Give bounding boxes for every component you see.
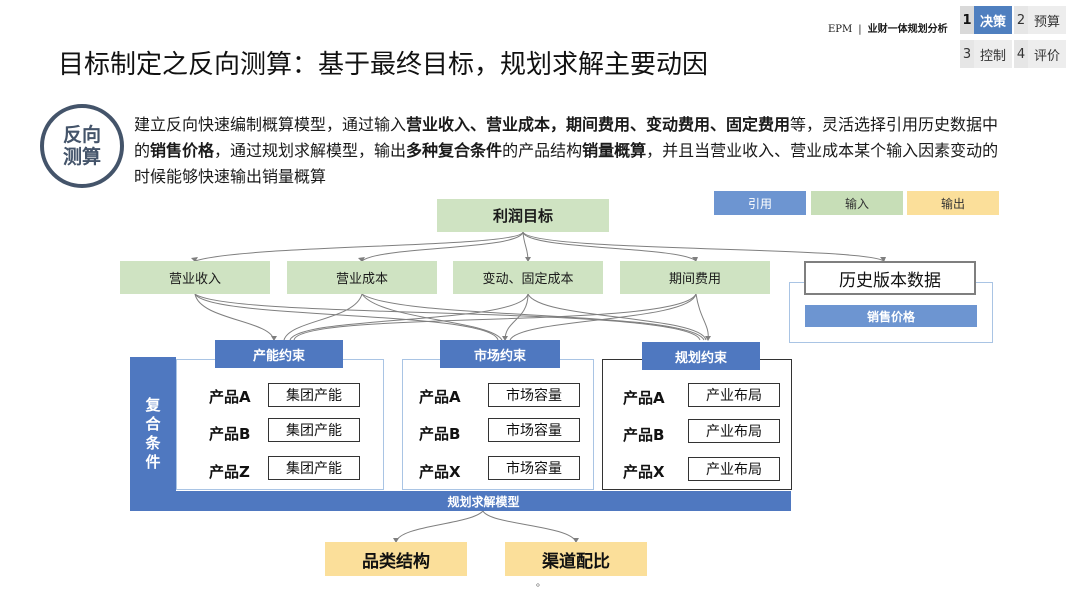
- output-category-structure: 品类结构: [325, 542, 467, 576]
- constraint-value-box: 市场容量: [488, 418, 580, 442]
- reverse-calc-badge: 反向 测算: [40, 104, 124, 188]
- stage-navigation: 1 决策 2 预算 3 控制 4 评价: [960, 6, 1066, 68]
- product-label: 产品B: [419, 425, 461, 443]
- intro-text: ，并且当营业收入、营业成本某个输入因素变动的时候能够快速输出销量概算: [134, 141, 999, 186]
- output-channel-ratio: 渠道配比: [505, 542, 647, 576]
- factor-operating-cost: 营业成本: [287, 261, 437, 294]
- product-label: 产品B: [623, 426, 665, 444]
- constraint-value-box: 集团产能: [268, 456, 360, 480]
- stage-budget[interactable]: 2 预算: [1014, 6, 1066, 34]
- stage-number: 3: [960, 40, 974, 68]
- intro-text: ，通过规划求解模型，输出: [214, 141, 407, 160]
- factor-period-expense: 期间费用: [620, 261, 770, 294]
- intro-text: 的产品结构: [502, 141, 583, 160]
- product-label: 产品X: [623, 463, 665, 481]
- product-label: 产品Z: [209, 463, 250, 481]
- intro-bold: 销量概算: [582, 141, 647, 160]
- stage-control[interactable]: 3 控制: [960, 40, 1012, 68]
- stage-number: 2: [1014, 6, 1028, 34]
- product-label: 产品A: [623, 389, 665, 407]
- constraint-value-box: 产业布局: [688, 383, 780, 407]
- separator: |: [858, 24, 862, 35]
- constraint-value-box: 集团产能: [268, 383, 360, 407]
- stage-label: 决策: [974, 6, 1012, 34]
- legend-reference: 引用: [714, 191, 806, 215]
- composite-char: 条: [145, 434, 161, 452]
- product-label: 产品B: [209, 425, 251, 443]
- product-label: 产品X: [419, 463, 461, 481]
- intro-text: 建立反向快速编制概算模型，通过输入: [134, 115, 407, 134]
- intro-text: 等，灵活选择引用历史数据中的: [134, 115, 999, 160]
- composite-conditions-bar: 复 合 条 件: [130, 357, 176, 511]
- profit-target-box: 利润目标: [437, 199, 609, 232]
- stage-label: 预算: [1028, 6, 1066, 34]
- stage-number: 4: [1014, 40, 1028, 68]
- history-version-box: 历史版本数据: [804, 261, 976, 295]
- badge-line1: 反向: [62, 124, 101, 146]
- section-label: 业财一体规划分析: [867, 24, 948, 35]
- stage-evaluation[interactable]: 4 评价: [1014, 40, 1066, 68]
- solver-model-bar: 规划求解模型: [176, 491, 791, 511]
- planning-panel: 产品A 产业布局 产品B 产业布局 产品X 产业布局: [602, 359, 792, 490]
- capacity-constraint-header: 产能约束: [215, 340, 343, 368]
- constraint-value-box: 市场容量: [488, 456, 580, 480]
- product-label: 产品A: [209, 388, 251, 406]
- constraint-value-box: 集团产能: [268, 418, 360, 442]
- stage-label: 评价: [1028, 40, 1066, 68]
- market-panel: 产品A 市场容量 产品B 市场容量 产品X 市场容量: [402, 359, 594, 490]
- composite-char: 合: [145, 415, 161, 433]
- stage-decision[interactable]: 1 决策: [960, 6, 1012, 34]
- header-breadcrumb: EPM | 业财一体规划分析: [828, 20, 948, 35]
- intro-bold: 多种复合条件: [406, 141, 503, 160]
- badge-line2: 测算: [62, 146, 101, 168]
- stage-number: 1: [960, 6, 974, 34]
- product-label: 产品A: [419, 388, 461, 406]
- stage-label: 控制: [974, 40, 1012, 68]
- intro-bold: 营业收入、营业成本，期间费用、变动费用、固定费用: [406, 115, 791, 134]
- page-title: 目标制定之反向测算：基于最终目标，规划求解主要动因: [58, 50, 709, 80]
- sales-price-box: 销售价格: [805, 305, 977, 327]
- epm-label: EPM: [828, 24, 853, 35]
- footer-mark: 。: [536, 578, 546, 589]
- capacity-panel: 产品A 集团产能 产品B 集团产能 产品Z 集团产能: [176, 359, 384, 490]
- legend-input: 输入: [811, 191, 903, 215]
- planning-constraint-header: 规划约束: [642, 342, 760, 370]
- factor-revenue: 营业收入: [120, 261, 270, 294]
- constraint-value-box: 产业布局: [688, 419, 780, 443]
- market-constraint-header: 市场约束: [440, 340, 560, 368]
- constraint-value-box: 产业布局: [688, 457, 780, 481]
- intro-paragraph: 建立反向快速编制概算模型，通过输入营业收入、营业成本，期间费用、变动费用、固定费…: [134, 112, 1014, 190]
- factor-variable-fixed-cost: 变动、固定成本: [453, 261, 603, 294]
- constraint-value-box: 市场容量: [488, 383, 580, 407]
- legend-output: 输出: [907, 191, 999, 215]
- composite-char: 件: [145, 453, 161, 471]
- intro-bold: 销售价格: [150, 141, 215, 160]
- composite-char: 复: [145, 396, 161, 414]
